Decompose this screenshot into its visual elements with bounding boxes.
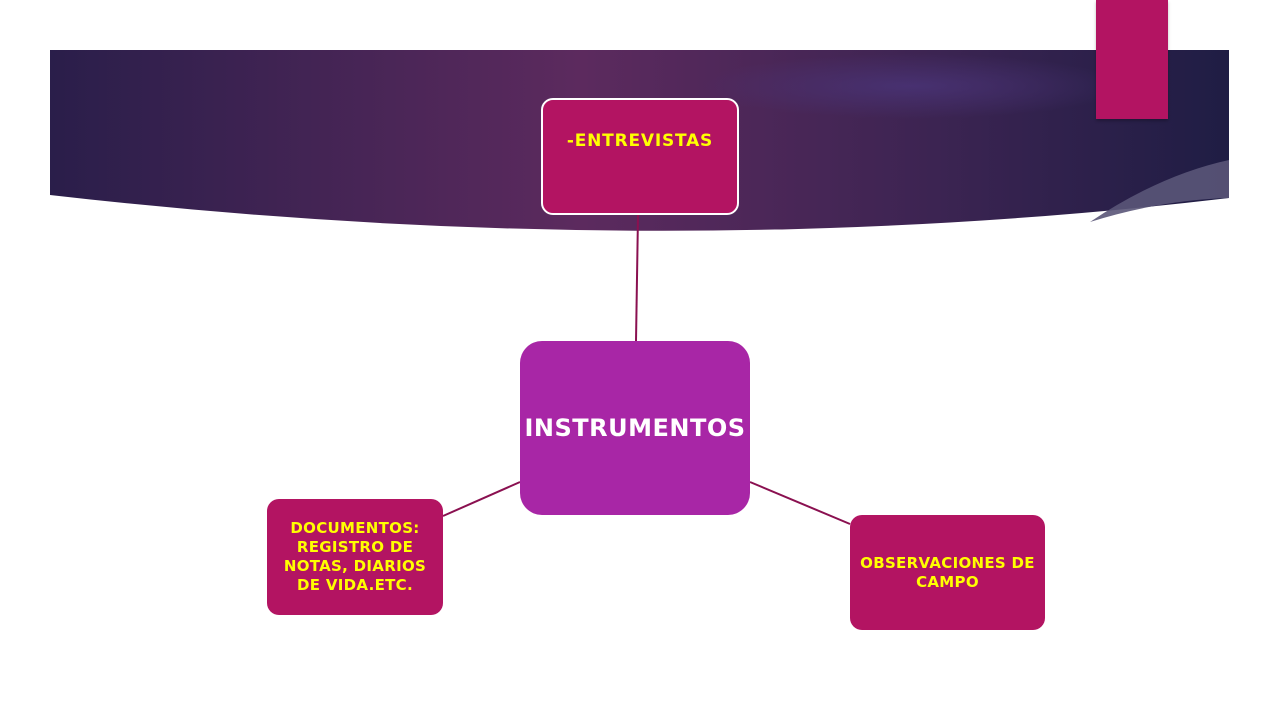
- node-observaciones: OBSERVACIONES DE CAMPO: [850, 515, 1045, 630]
- node-entrevistas: -ENTREVISTAS: [541, 98, 739, 215]
- node-instrumentos-label: INSTRUMENTOS: [524, 414, 746, 442]
- node-documentos: DOCUMENTOS: REGISTRO DE NOTAS, DIARIOS D…: [267, 499, 443, 615]
- node-instrumentos: INSTRUMENTOS: [520, 341, 750, 515]
- node-entrevistas-label: -ENTREVISTAS: [566, 131, 714, 151]
- node-observaciones-label: OBSERVACIONES DE CAMPO: [860, 553, 1035, 591]
- node-documentos-label: DOCUMENTOS: REGISTRO DE NOTAS, DIARIOS D…: [283, 519, 427, 594]
- accent-tab: [1096, 0, 1168, 119]
- banner-swoosh: [1090, 160, 1229, 222]
